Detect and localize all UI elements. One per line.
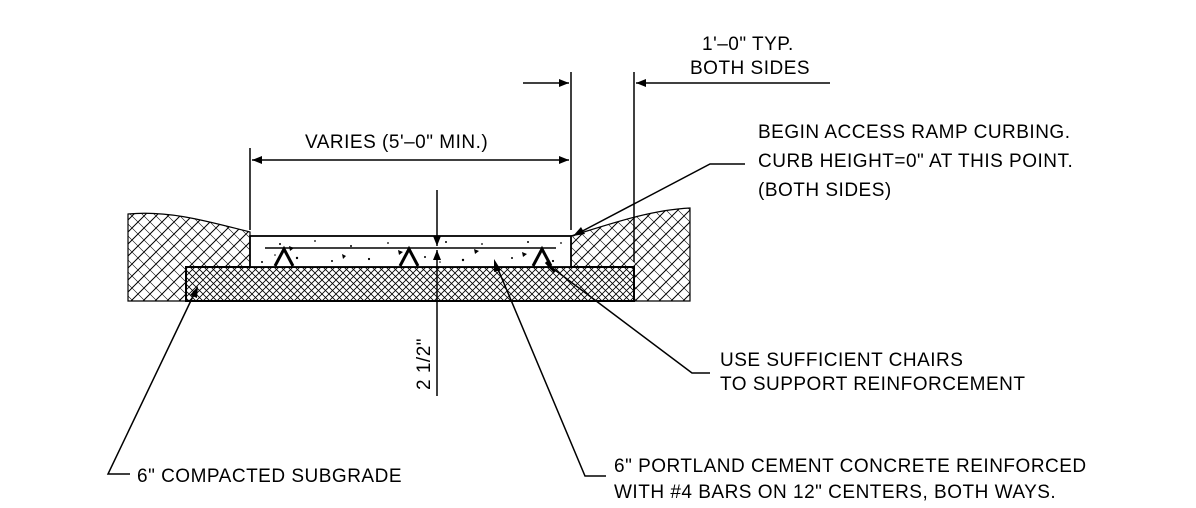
chair-2 [398, 245, 420, 267]
concrete-aggregate [261, 240, 562, 263]
typ-label-line2: BOTH SIDES [690, 58, 810, 79]
concrete-leader-arrowhead [494, 259, 501, 272]
varies-label: VARIES (5'–0" MIN.) [305, 132, 488, 153]
concrete-label-line1: 6" PORTLAND CEMENT CONCRETE REINFORCED [614, 456, 1087, 477]
ramp-leader-arrowhead [573, 227, 585, 236]
chairs-leader [550, 266, 710, 374]
chairs-label-line2: TO SUPPORT REINFORCEMENT [720, 374, 1025, 395]
concrete-label-line2: WITH #4 BARS ON 12" CENTERS, BOTH WAYS. [614, 482, 1056, 503]
compacted-subgrade [185, 266, 635, 302]
chairs-leader-arrowhead [544, 260, 557, 274]
subgrade-leader [106, 289, 197, 475]
earth-right [570, 207, 691, 302]
concrete-leader [494, 261, 606, 477]
ramp-label-line2: CURB HEIGHT=0" AT THIS POINT. [758, 151, 1073, 172]
chair-3 [531, 245, 553, 267]
subgrade-label: 6" COMPACTED SUBGRADE [137, 466, 402, 487]
ramp-label-line3: (BOTH SIDES) [758, 180, 892, 201]
chair-1 [273, 245, 295, 267]
subgrade-leader-arrowhead [190, 286, 198, 298]
chairs-label-line1: USE SUFFICIENT CHAIRS [720, 350, 963, 371]
typ-label-line1: 1'–0" TYP. [702, 34, 794, 55]
cover-dimension-label: 2 1/2" [414, 338, 435, 390]
ramp-label-line1: BEGIN ACCESS RAMP CURBING. [758, 122, 1071, 143]
ramp-leader [572, 163, 745, 237]
